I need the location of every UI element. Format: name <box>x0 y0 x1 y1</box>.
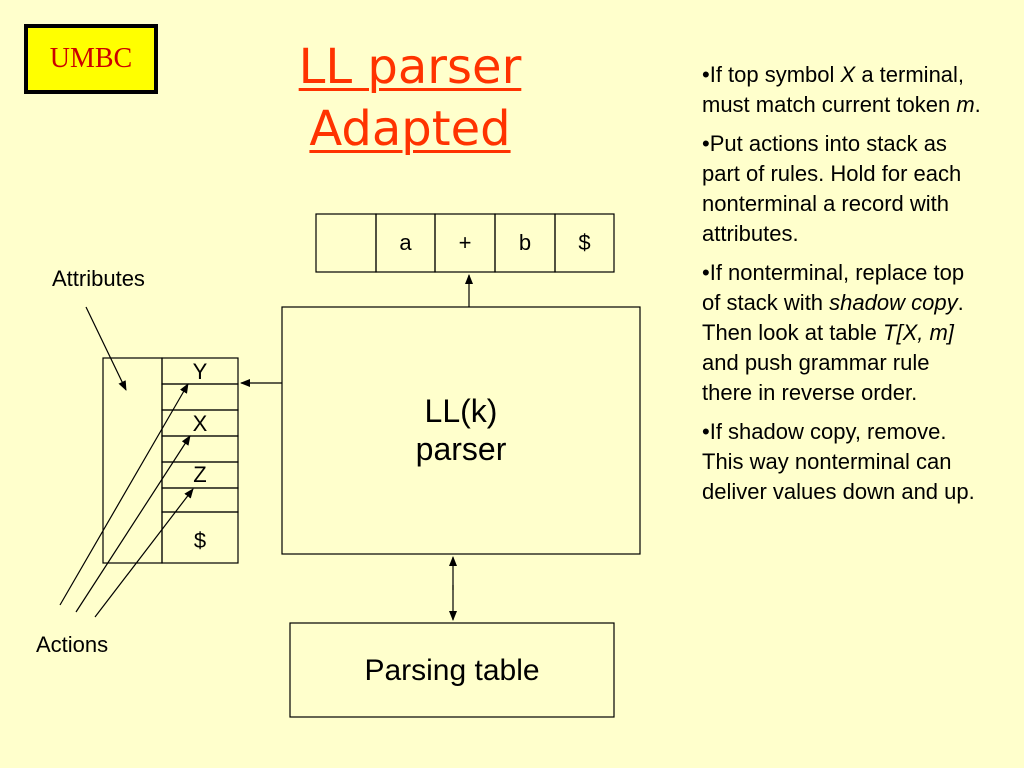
parser-box <box>281 306 641 555</box>
arrow-action-2 <box>75 435 191 613</box>
bullet-3-table-ref: T[X, m] <box>883 320 954 345</box>
stack-attribute-column <box>102 357 163 564</box>
bullet-3-text-b: . Then look at table <box>702 290 964 345</box>
arrow-action-3 <box>94 488 194 618</box>
tape-cell-4 <box>554 213 615 273</box>
arrow-attributes <box>85 306 127 391</box>
parser-box-label: LL(k) parser <box>282 392 640 468</box>
bullet-3-text-c: and push grammar rule there in reverse o… <box>702 350 930 405</box>
stack-cell-5 <box>161 487 239 513</box>
attributes-label: Attributes <box>52 266 145 291</box>
stack-cell-label-4: Z <box>193 462 207 487</box>
stack-cell-6 <box>161 511 239 564</box>
parser-label-line-2: parser <box>415 431 507 467</box>
umbc-logo: UMBC <box>24 24 158 94</box>
logo-text: UMBC <box>49 43 133 74</box>
title-line-1: LL parser <box>298 39 522 95</box>
bullet-3: •If nonterminal, replace top of stack wi… <box>702 258 982 408</box>
bullet-1-text-b: a terminal, must match current token <box>702 62 965 117</box>
bullet-2: •Put actions into stack as part of rules… <box>702 131 962 246</box>
tape-cell-label-1: a <box>399 230 412 255</box>
parsing-table-box <box>289 622 615 718</box>
stack <box>102 357 239 564</box>
stack-cell-label-2: X <box>192 411 208 436</box>
bullet-1-var-x: X <box>840 62 856 87</box>
input-tape <box>315 213 615 273</box>
bullet-4: •If shadow copy, remove. This way nonter… <box>702 419 975 504</box>
stack-cell-label-6: $ <box>193 528 207 553</box>
bullet-list: •If top symbol X a terminal, must match … <box>702 60 982 516</box>
tape-cell-label-4: $ <box>578 230 591 255</box>
bullet-1: •If top symbol X a terminal, must match … <box>702 60 982 120</box>
tape-cell-label-2: + <box>458 230 472 255</box>
bullet-1-var-m: m <box>956 92 975 117</box>
stack-cell-1 <box>161 383 239 411</box>
actions-label: Actions <box>36 632 109 657</box>
bullet-1-text-c: . <box>974 92 981 117</box>
bullet-3-text-a: •If nonterminal, replace top of stack wi… <box>702 260 965 315</box>
parsing-table-label: Parsing table <box>364 654 540 687</box>
slide-title: LL parser Adapted <box>230 36 590 160</box>
stack-cell-3 <box>161 435 239 463</box>
tape-cell-0 <box>315 213 377 273</box>
tape-cell-label-3: b <box>518 230 532 255</box>
stack-cell-label-0: Y <box>192 359 208 384</box>
parser-label-line-1: LL(k) <box>424 393 498 429</box>
bullet-1-text-a: •If top symbol <box>702 62 841 87</box>
title-line-2: Adapted <box>309 101 511 157</box>
arrow-action-1 <box>59 383 189 606</box>
bullet-3-shadow-copy: shadow copy <box>829 290 958 315</box>
